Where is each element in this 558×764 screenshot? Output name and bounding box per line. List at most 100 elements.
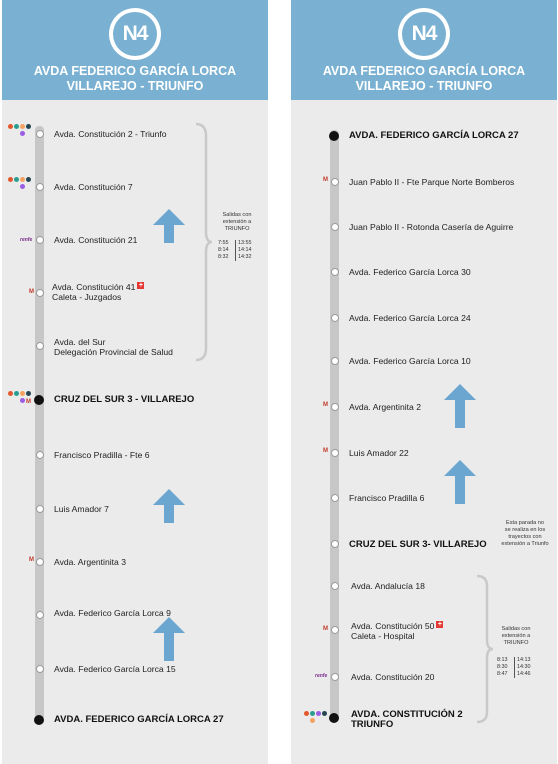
left-title-line2: VILLAREJO - TRIUNFO bbox=[66, 79, 204, 93]
direction-arrow-icon bbox=[153, 617, 185, 661]
stop-label: Avda. Constitución 2 - Triunfo bbox=[54, 129, 167, 139]
connection-icons bbox=[304, 711, 328, 725]
stop-label: Francisco Pradilla 6 bbox=[349, 493, 425, 503]
rail-icon: renfe bbox=[315, 673, 328, 679]
stop-label: Juan Pablo II - Fte Parque Norte Bombero… bbox=[349, 177, 515, 187]
rail-icon: renfe bbox=[20, 237, 33, 243]
metro-icon: M bbox=[323, 177, 328, 183]
stop-label-line2: TRIUNFO bbox=[351, 719, 394, 730]
stop-label: Avda. del Sur Delegación Provincial de S… bbox=[54, 337, 173, 357]
stop-label: Luis Amador 7 bbox=[54, 504, 109, 514]
stop-label-line1: AVDA. CONSTITUCIÓN 2 bbox=[351, 709, 463, 720]
hospital-icon: + bbox=[436, 621, 444, 628]
metro-icon: M bbox=[29, 557, 34, 563]
stop-marker bbox=[36, 505, 44, 513]
stop-label-line1: Avda. Constitución 50 bbox=[351, 621, 435, 631]
left-route-badge: N4 bbox=[109, 8, 161, 60]
metro-icon: M bbox=[323, 402, 328, 408]
left-title-line1: AVDA FEDERICO GARCÍA LORCA bbox=[33, 64, 237, 78]
stop-marker bbox=[331, 223, 339, 231]
stop-marker bbox=[331, 314, 339, 322]
stop-marker bbox=[331, 403, 339, 411]
stop-label-line1: Avda. Constitución 41 bbox=[52, 282, 136, 292]
stop-label: CRUZ DEL SUR 3 - VILLAREJO bbox=[54, 394, 195, 405]
right-header: N4 AVDA FEDERICO GARCÍA LORCA VILLAREJO … bbox=[291, 0, 557, 100]
right-route-title: AVDA FEDERICO GARCÍA LORCA VILLAREJO - T… bbox=[291, 64, 557, 94]
extension-note: Salidas con extensión a TRIUNFO bbox=[501, 626, 531, 646]
stop-marker bbox=[36, 130, 44, 138]
stop-label: Avda. Argentinita 3 bbox=[54, 557, 126, 567]
stop-label: Juan Pablo II - Rotonda Casería de Aguir… bbox=[349, 222, 514, 232]
stop-label: Avda. Federico García Lorca 24 bbox=[349, 313, 471, 323]
stop-marker bbox=[331, 582, 339, 590]
stop-label: Avda. Federico García Lorca 30 bbox=[349, 267, 471, 277]
stop-marker bbox=[36, 342, 44, 350]
extension-brace bbox=[476, 574, 494, 724]
stop-label: Avda. Constitución 41+ Caleta - Juzgados bbox=[52, 282, 145, 302]
right-title-line2: VILLAREJO - TRIUNFO bbox=[355, 79, 493, 93]
right-title-line1: AVDA FEDERICO GARCÍA LORCA bbox=[322, 64, 526, 78]
skip-stop-note: Esta parada no se realiza en los trayect… bbox=[501, 520, 549, 547]
stop-label: Avda. Andalucía 18 bbox=[351, 581, 425, 591]
stop-label: Avda. Constitución 21 bbox=[54, 235, 138, 245]
stop-marker bbox=[331, 357, 339, 365]
stop-marker-terminal bbox=[329, 131, 339, 141]
direction-arrow-icon bbox=[444, 460, 476, 504]
stop-label: Luis Amador 22 bbox=[349, 448, 409, 458]
left-route-line bbox=[35, 126, 44, 720]
stop-label: Avda. Federico García Lorca 9 bbox=[54, 608, 171, 618]
left-route-code: N4 bbox=[113, 12, 157, 56]
stop-marker bbox=[36, 451, 44, 459]
connection-icons: M bbox=[8, 391, 32, 405]
stop-label: CRUZ DEL SUR 3- VILLAREJO bbox=[349, 539, 487, 550]
hospital-icon: + bbox=[137, 282, 145, 289]
extension-note: Salidas con extensión a TRIUNFO bbox=[222, 212, 252, 232]
stop-marker-terminal bbox=[34, 395, 44, 405]
stop-label-line2: Caleta - Juzgados bbox=[52, 292, 122, 302]
right-route-panel: N4 AVDA FEDERICO GARCÍA LORCA VILLAREJO … bbox=[291, 0, 557, 764]
stop-marker bbox=[331, 626, 339, 634]
direction-arrow-icon bbox=[153, 489, 185, 523]
left-route-panel: N4 AVDA FEDERICO GARCÍA LORCA VILLAREJO … bbox=[2, 0, 268, 764]
stop-label: Francisco Pradilla - Fte 6 bbox=[54, 450, 150, 460]
stop-label: Avda. Federico García Lorca 10 bbox=[349, 356, 471, 366]
stop-label-line2: Caleta - Hospital bbox=[351, 631, 415, 641]
stop-marker bbox=[36, 289, 44, 297]
stop-label-line1: Avda. del Sur bbox=[54, 337, 106, 347]
metro-icon: M bbox=[29, 289, 34, 295]
stop-marker bbox=[36, 236, 44, 244]
stop-label: Avda. Constitución 20 bbox=[351, 672, 435, 682]
stop-marker bbox=[36, 183, 44, 191]
right-route-code: N4 bbox=[402, 12, 446, 56]
connection-icons bbox=[8, 124, 32, 138]
stop-label: AVDA. FEDERICO GARCÍA LORCA 27 bbox=[54, 714, 224, 725]
stop-label: Avda. Argentinita 2 bbox=[349, 402, 421, 412]
stop-marker bbox=[331, 494, 339, 502]
connection-icons bbox=[8, 177, 32, 191]
stop-marker-terminal bbox=[34, 715, 44, 725]
stop-label-line2: Delegación Provincial de Salud bbox=[54, 347, 173, 357]
stop-marker bbox=[36, 611, 44, 619]
metro-icon: M bbox=[323, 448, 328, 454]
left-header: N4 AVDA FEDERICO GARCÍA LORCA VILLAREJO … bbox=[2, 0, 268, 100]
stop-label: Avda. Federico García Lorca 15 bbox=[54, 664, 176, 674]
stop-label: AVDA. FEDERICO GARCÍA LORCA 27 bbox=[349, 130, 519, 141]
stop-marker-terminal bbox=[329, 713, 339, 723]
stop-marker bbox=[331, 178, 339, 186]
right-route-line bbox=[330, 130, 339, 720]
stop-marker bbox=[331, 268, 339, 276]
stop-marker bbox=[331, 449, 339, 457]
direction-arrow-icon bbox=[153, 209, 185, 243]
stop-label: AVDA. CONSTITUCIÓN 2 TRIUNFO bbox=[351, 710, 463, 730]
stop-marker bbox=[36, 558, 44, 566]
stop-marker bbox=[36, 665, 44, 673]
left-route-title: AVDA FEDERICO GARCÍA LORCA VILLAREJO - T… bbox=[2, 64, 268, 94]
stop-label: Avda. Constitución 50+ Caleta - Hospital bbox=[351, 621, 444, 641]
right-route-badge: N4 bbox=[398, 8, 450, 60]
metro-icon: M bbox=[323, 626, 328, 632]
direction-arrow-icon bbox=[444, 384, 476, 428]
metro-icon: M bbox=[26, 399, 31, 405]
stop-marker bbox=[331, 673, 339, 681]
